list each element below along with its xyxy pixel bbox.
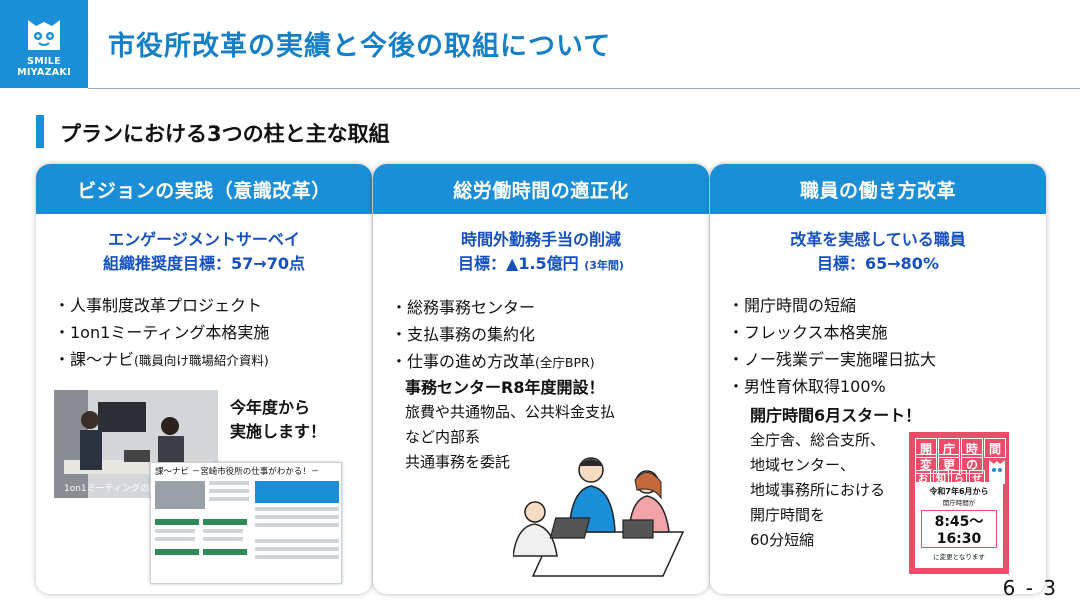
brochure-title: 課～ナビ －宮崎市役所の仕事がわかる！－ [155, 467, 320, 477]
note-line2: 実施します！ [230, 422, 327, 441]
list-item: ・男性育休取得100% [728, 377, 886, 396]
page-number: 6 - 3 [1002, 576, 1058, 600]
cat-mascot-icon [28, 20, 60, 50]
card-work-style-target-line2: 目標：65→80% [817, 254, 939, 273]
poster-cell: 庁 [938, 438, 960, 458]
card-working-hours-target-line2: 目標：▲1.5億円 [458, 254, 579, 273]
note-line1: 今年度から [230, 398, 311, 417]
card-work-style-detail: 開庁時間6月スタート！ 全庁舎、総合支所、 地域センター、 地域事務所における … [750, 404, 921, 553]
smile-miyazaki-logo: SMILE MIYAZAKI [0, 0, 88, 88]
poster-body: 令和7年6月から 開庁時間が 8:45～16:30 に変更となります [915, 482, 1003, 568]
card-vision-note: 今年度から 実施します！ [230, 396, 326, 444]
list-item: ・フレックス本格実施 [728, 323, 888, 342]
poster-date: 令和7年6月から [929, 487, 989, 496]
poster-cell: 開 [915, 438, 937, 458]
poster-change-note: に変更となります [933, 553, 985, 561]
detail-line: 地域センター、 [750, 456, 855, 474]
card-working-hours-items: ・総務事務センター ・支払事務の集約化 ・仕事の進め方改革(全庁BPR) [391, 294, 709, 376]
subtitle-accent-bar [36, 115, 44, 148]
detail-line: 60分短縮 [750, 531, 815, 549]
card-work-style: 職員の働き方改革 改革を実感している職員 目標：65→80% ・開庁時間の短縮 … [710, 164, 1046, 594]
page-title: 市役所改革の実績と今後の取組について [108, 31, 612, 62]
list-item-note: (全庁BPR) [535, 355, 595, 370]
poster-subtext: 開庁時間が [942, 499, 976, 507]
title-divider [88, 88, 1080, 89]
team-working-illustration [513, 457, 685, 577]
card-working-hours-target-line1: 時間外勤務手当の削減 [460, 230, 621, 249]
list-item: ・ノー残業デー実施曜日拡大 [728, 350, 937, 369]
detail-line: 旅費や共通物品、公共料金支払 [405, 403, 616, 421]
card-work-style-items: ・開庁時間の短縮 ・フレックス本格実施 ・ノー残業デー実施曜日拡大 ・男性育休取… [728, 292, 1046, 400]
logo-text-miyazaki: MIYAZAKI [17, 67, 71, 78]
list-item-text: ・課～ナビ [54, 350, 135, 369]
poster-cell: の [961, 454, 983, 474]
card-vision-target-line1: エンゲージメントサーベイ [108, 230, 300, 249]
section-subtitle: プランにおける3つの柱と主な取組 [60, 122, 390, 146]
list-item: ・1on1ミーティング本格実施 [54, 323, 270, 342]
list-item: ・課～ナビ(職員向け職場紹介資料) [54, 346, 372, 374]
list-item-text: ・仕事の進め方改革 [391, 352, 536, 371]
detail-line: 全庁舎、総合支所、 [750, 431, 886, 449]
detail-line: など内部系 [405, 428, 481, 446]
photo-caption: 1on1ミーティングの様子 [64, 484, 168, 494]
list-item: ・開庁時間の短縮 [728, 296, 857, 315]
detail-line: 共通事務を委託 [405, 453, 511, 471]
ka-navi-brochure: 課～ナビ －宮崎市役所の仕事がわかる！－ [150, 462, 342, 584]
card-working-hours: 総労働時間の適正化 時間外勤務手当の削減 目標：▲1.5億円 (3年間) ・総務… [373, 164, 709, 594]
list-item-note: (職員向け職場紹介資料) [134, 353, 269, 368]
poster-cell: 間 [984, 438, 1006, 458]
poster-cell: 更 [938, 454, 960, 474]
detail-line: 地域事務所における [750, 481, 886, 499]
card-vision-target: エンゲージメントサーベイ 組織推奨度目標：57→70点 [36, 228, 372, 276]
list-item: ・仕事の進め方改革(全庁BPR) [391, 348, 709, 376]
card-work-style-target: 改革を実感している職員 目標：65→80% [710, 228, 1046, 276]
card-working-hours-header: 総労働時間の適正化 [373, 164, 709, 214]
poster-cell: 変 [915, 454, 937, 474]
mascot-icon [989, 460, 1005, 484]
card-vision-items: ・人事制度改革プロジェクト ・1on1ミーティング本格実施 ・課～ナビ(職員向け… [54, 292, 372, 374]
card-working-hours-highlight: 事務センターR8年度開設！ [405, 378, 605, 397]
card-vision-target-line2: 組織推奨度目標：57→70点 [103, 254, 305, 273]
brochure-content-icon [155, 481, 339, 559]
card-work-style-target-line1: 改革を実感している職員 [790, 230, 966, 249]
card-working-hours-detail: 事務センターR8年度開設！ 旅費や共通物品、公共料金支払 など内部系 共通事務を… [405, 376, 615, 475]
card-working-hours-target: 時間外勤務手当の削減 目標：▲1.5億円 (3年間) [373, 228, 709, 278]
list-item: ・総務事務センター [391, 298, 536, 317]
card-working-hours-target-period: (3年間) [584, 259, 624, 272]
opening-hours-poster: 開 庁 時 間 変 更 の お 知 ら せ 令和7年6月から 開庁時間が 8:4… [909, 432, 1009, 574]
card-vision-header: ビジョンの実践（意識改革） [36, 164, 372, 214]
card-working-hours-target-line2-wrap: 目標：▲1.5億円 (3年間) [373, 252, 709, 278]
poster-cell: 時 [961, 438, 983, 458]
detail-line: 開庁時間を [750, 506, 826, 524]
poster-time: 8:45～16:30 [921, 510, 997, 548]
logo-text-smile: SMILE [27, 56, 61, 67]
card-work-style-highlight: 開庁時間6月スタート！ [750, 406, 922, 425]
list-item: ・支払事務の集約化 [391, 325, 536, 344]
card-vision: ビジョンの実践（意識改革） エンゲージメントサーベイ 組織推奨度目標：57→70… [36, 164, 372, 594]
list-item: ・人事制度改革プロジェクト [54, 296, 263, 315]
card-work-style-header: 職員の働き方改革 [710, 164, 1046, 214]
